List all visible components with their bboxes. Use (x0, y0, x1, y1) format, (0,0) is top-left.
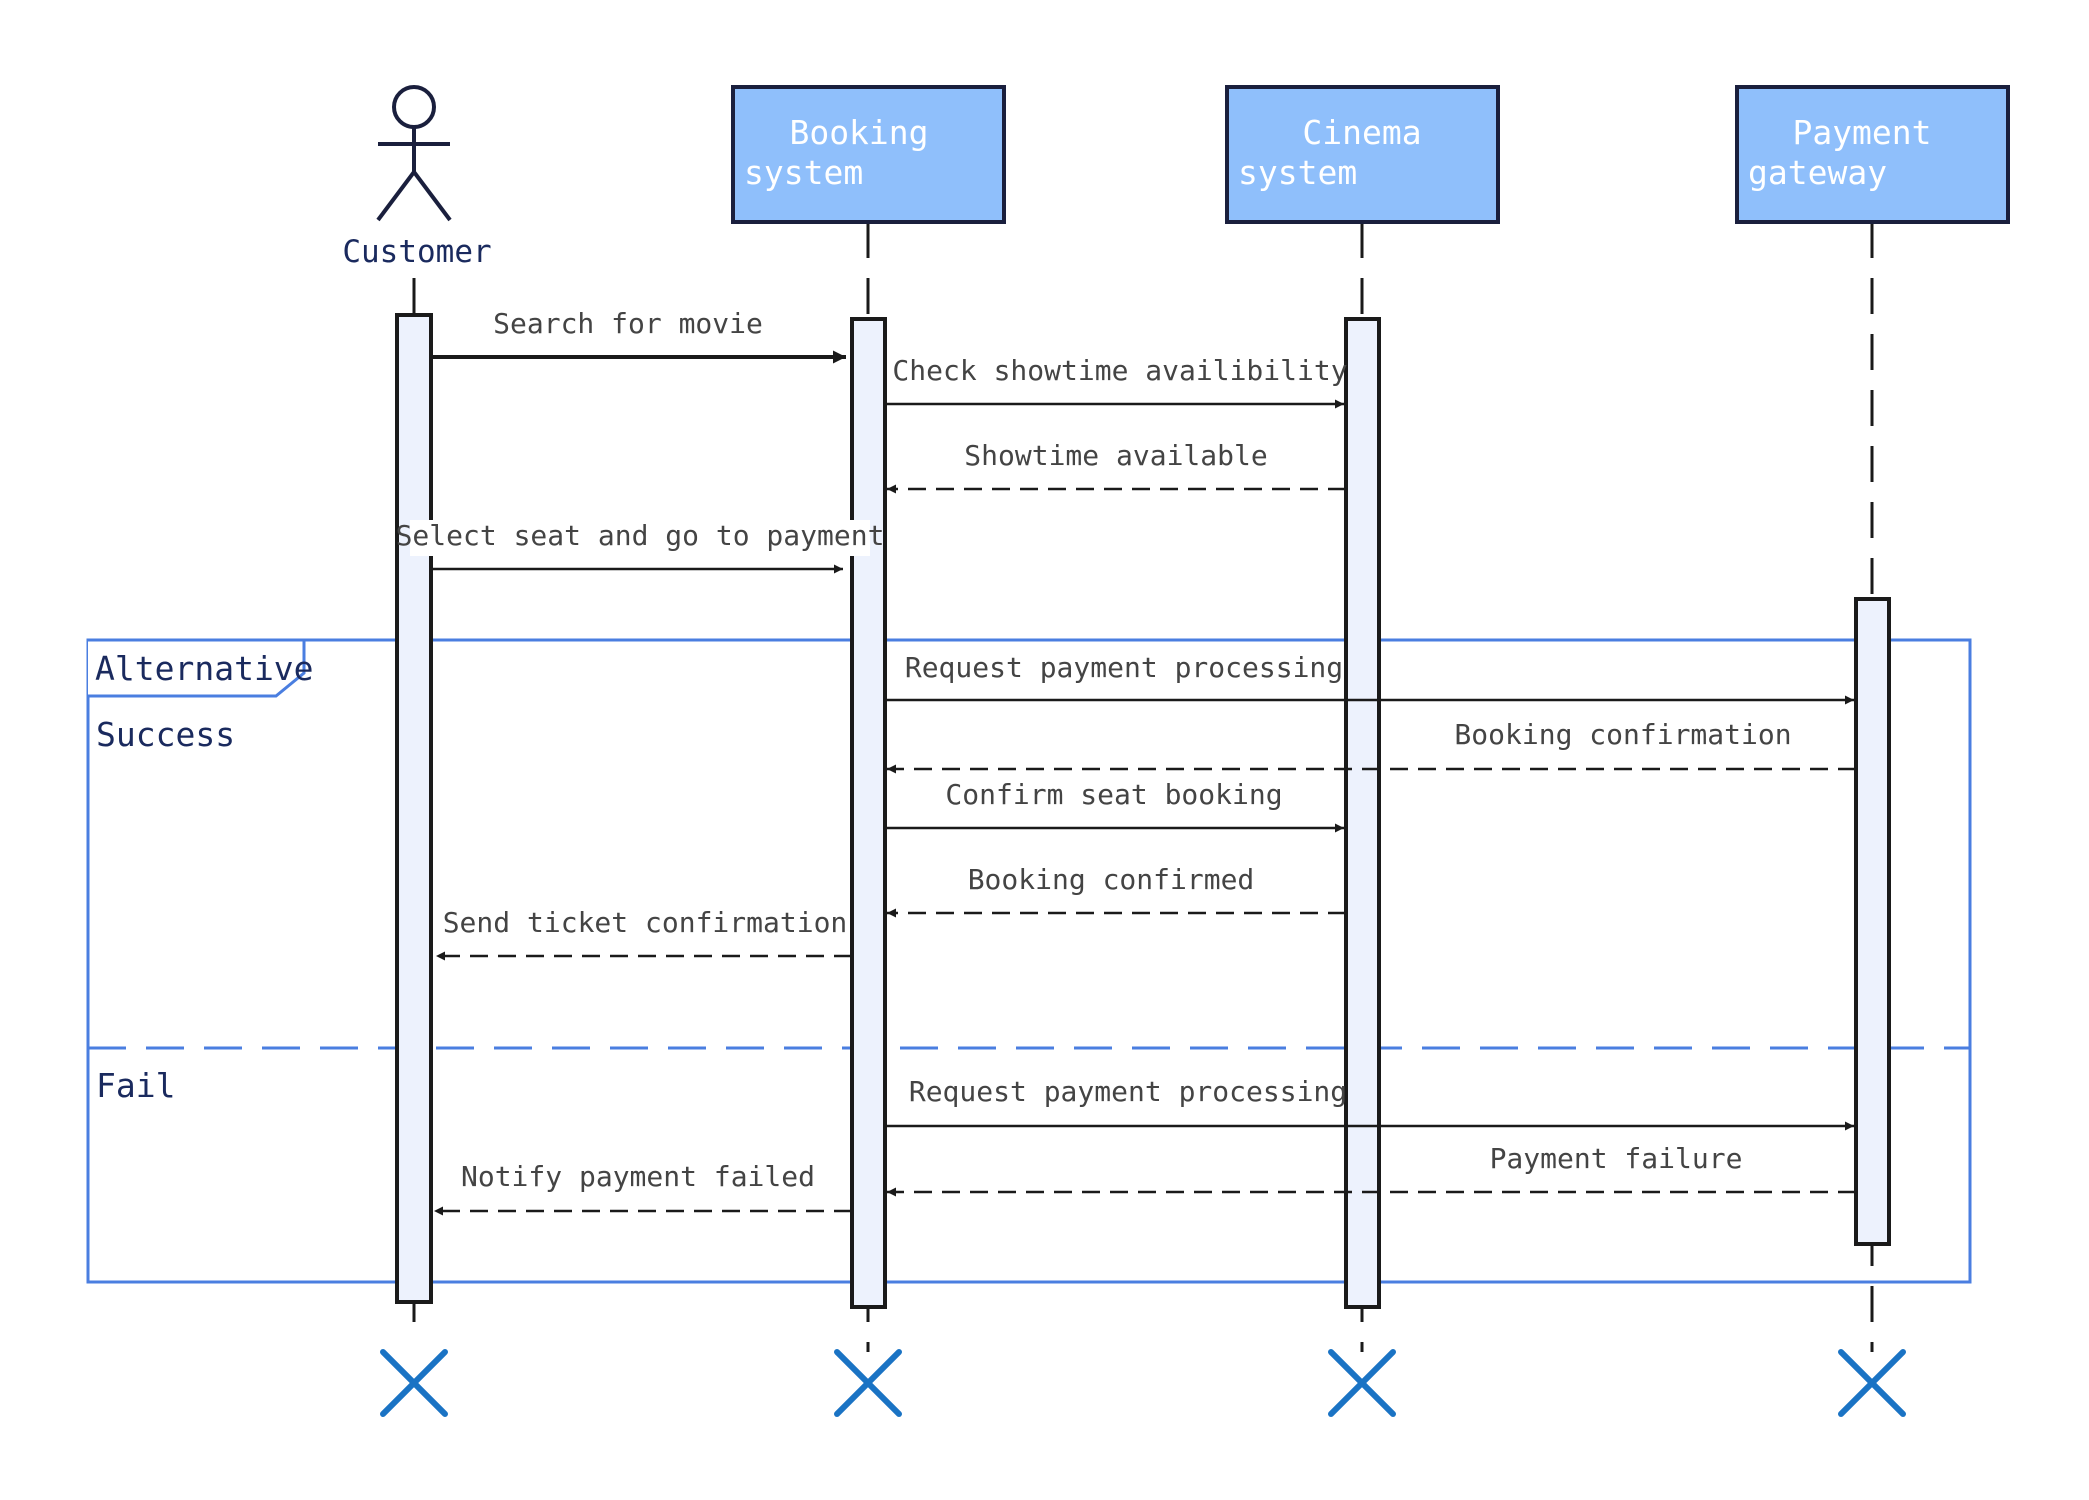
message-select-seat-label: Select seat and go to payment (396, 519, 885, 552)
message-payment-failure-label: Payment failure (1490, 1142, 1743, 1175)
message-request-payment-label: Request payment processing (905, 651, 1343, 684)
participant-payment-line1: Payment (1792, 113, 1931, 152)
message-send-ticket-label: Send ticket confirmation (443, 906, 848, 939)
activation-cinema-system (1344, 317, 1381, 1309)
destroy-booking-system-icon (834, 1349, 902, 1417)
participant-booking-line1: Booking (789, 113, 928, 152)
fragment-label-box (88, 638, 306, 698)
participant-booking-system: Booking system (731, 85, 1006, 224)
message-confirm-seat-label: Confirm seat booking (945, 778, 1282, 811)
participant-cinema-system: Cinema system (1225, 85, 1500, 224)
participant-cinema-line1: Cinema (1302, 113, 1421, 152)
message-showtime-available-label: Showtime available (964, 439, 1267, 472)
message-notify-failed-label: Notify payment failed (461, 1160, 815, 1193)
actor-customer-label: Customer (342, 234, 491, 270)
activation-payment-gateway (1854, 597, 1891, 1246)
message-request-payment-fail-label: Request payment processing (909, 1075, 1347, 1108)
message-booking-confirmed-label: Booking confirmed (968, 863, 1255, 896)
actor-customer: Customer (342, 85, 492, 270)
destroy-customer-icon (380, 1349, 448, 1417)
participant-payment-line2: gateway (1748, 153, 1887, 192)
message-check-showtime-label: Check showtime availibility (892, 354, 1347, 387)
destroy-cinema-system-icon (1328, 1349, 1396, 1417)
participant-booking-line2: system (744, 153, 863, 192)
message-search-label: Search for movie (493, 307, 763, 340)
destroy-payment-gateway-icon (1838, 1349, 1906, 1417)
guard-fail: Fail (96, 1066, 175, 1105)
fragment-label: Alternative (95, 649, 314, 688)
participant-cinema-line2: system (1238, 153, 1357, 192)
actor-head (392, 85, 436, 129)
guard-success: Success (96, 715, 235, 754)
activation-booking-system (850, 317, 887, 1309)
activation-customer (395, 313, 433, 1304)
message-booking-confirmation-label: Booking confirmation (1454, 718, 1791, 751)
participant-payment-gateway: Payment gateway (1735, 85, 2010, 224)
